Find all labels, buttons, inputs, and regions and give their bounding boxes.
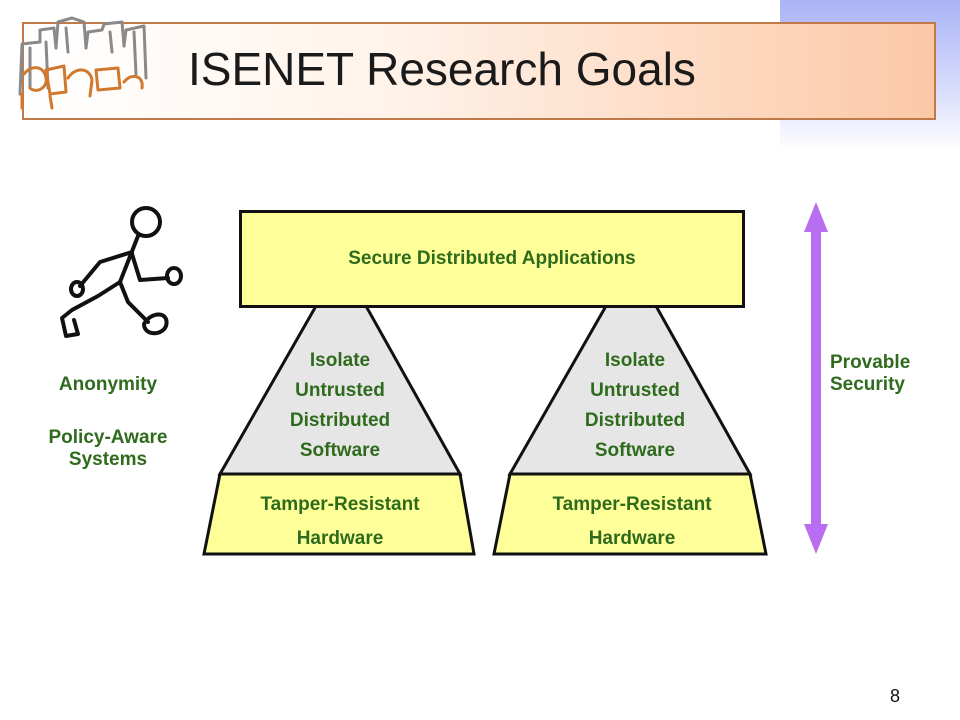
right-triangle-line-1: Isolate <box>604 350 666 371</box>
left-base-text: Tamper-Resistant Hardware <box>220 488 460 556</box>
left-base-line-2: Hardware <box>296 528 384 549</box>
left-triangle-text: Isolate Untrusted Distributed Software <box>250 346 430 466</box>
policy-aware-label-line-1: Policy-Aware <box>48 427 168 448</box>
top-box-label: Secure Distributed Applications <box>348 248 636 269</box>
provable-security-line-1: Provable <box>830 352 911 373</box>
left-triangle-line-3: Distributed <box>289 410 391 431</box>
left-base-line-1: Tamper-Resistant <box>260 494 420 515</box>
right-triangle-line-3: Distributed <box>584 410 686 431</box>
secure-distributed-applications-box: Secure Distributed Applications <box>239 210 745 308</box>
right-base-line-2: Hardware <box>588 528 676 549</box>
provable-security-arrow <box>804 202 828 554</box>
title-band-edge <box>22 22 24 120</box>
page-title: ISENET Research Goals <box>188 43 696 95</box>
page-number: 8 <box>889 686 900 706</box>
anonymity-label: Anonymity <box>58 374 158 395</box>
left-triangle-line-4: Software <box>299 440 381 461</box>
provable-security-label: Provable Security <box>830 352 940 396</box>
right-triangle-line-2: Untrusted <box>590 380 680 401</box>
right-hardware-base <box>492 472 768 556</box>
policy-aware-label-line-2: Systems <box>68 449 148 470</box>
right-base-line-1: Tamper-Resistant <box>552 494 712 515</box>
left-hardware-base <box>202 472 476 556</box>
provable-security-line-2: Security <box>830 374 905 395</box>
right-triangle-line-4: Software <box>594 440 676 461</box>
running-stick-figure-icon <box>60 206 183 338</box>
left-triangle-line-1: Isolate <box>309 350 371 371</box>
city-skyline-logo-icon <box>18 16 148 110</box>
title-band <box>22 22 936 120</box>
left-triangle-line-2: Untrusted <box>295 380 385 401</box>
right-base-text: Tamper-Resistant Hardware <box>510 488 754 556</box>
right-triangle-text: Isolate Untrusted Distributed Software <box>545 346 725 466</box>
